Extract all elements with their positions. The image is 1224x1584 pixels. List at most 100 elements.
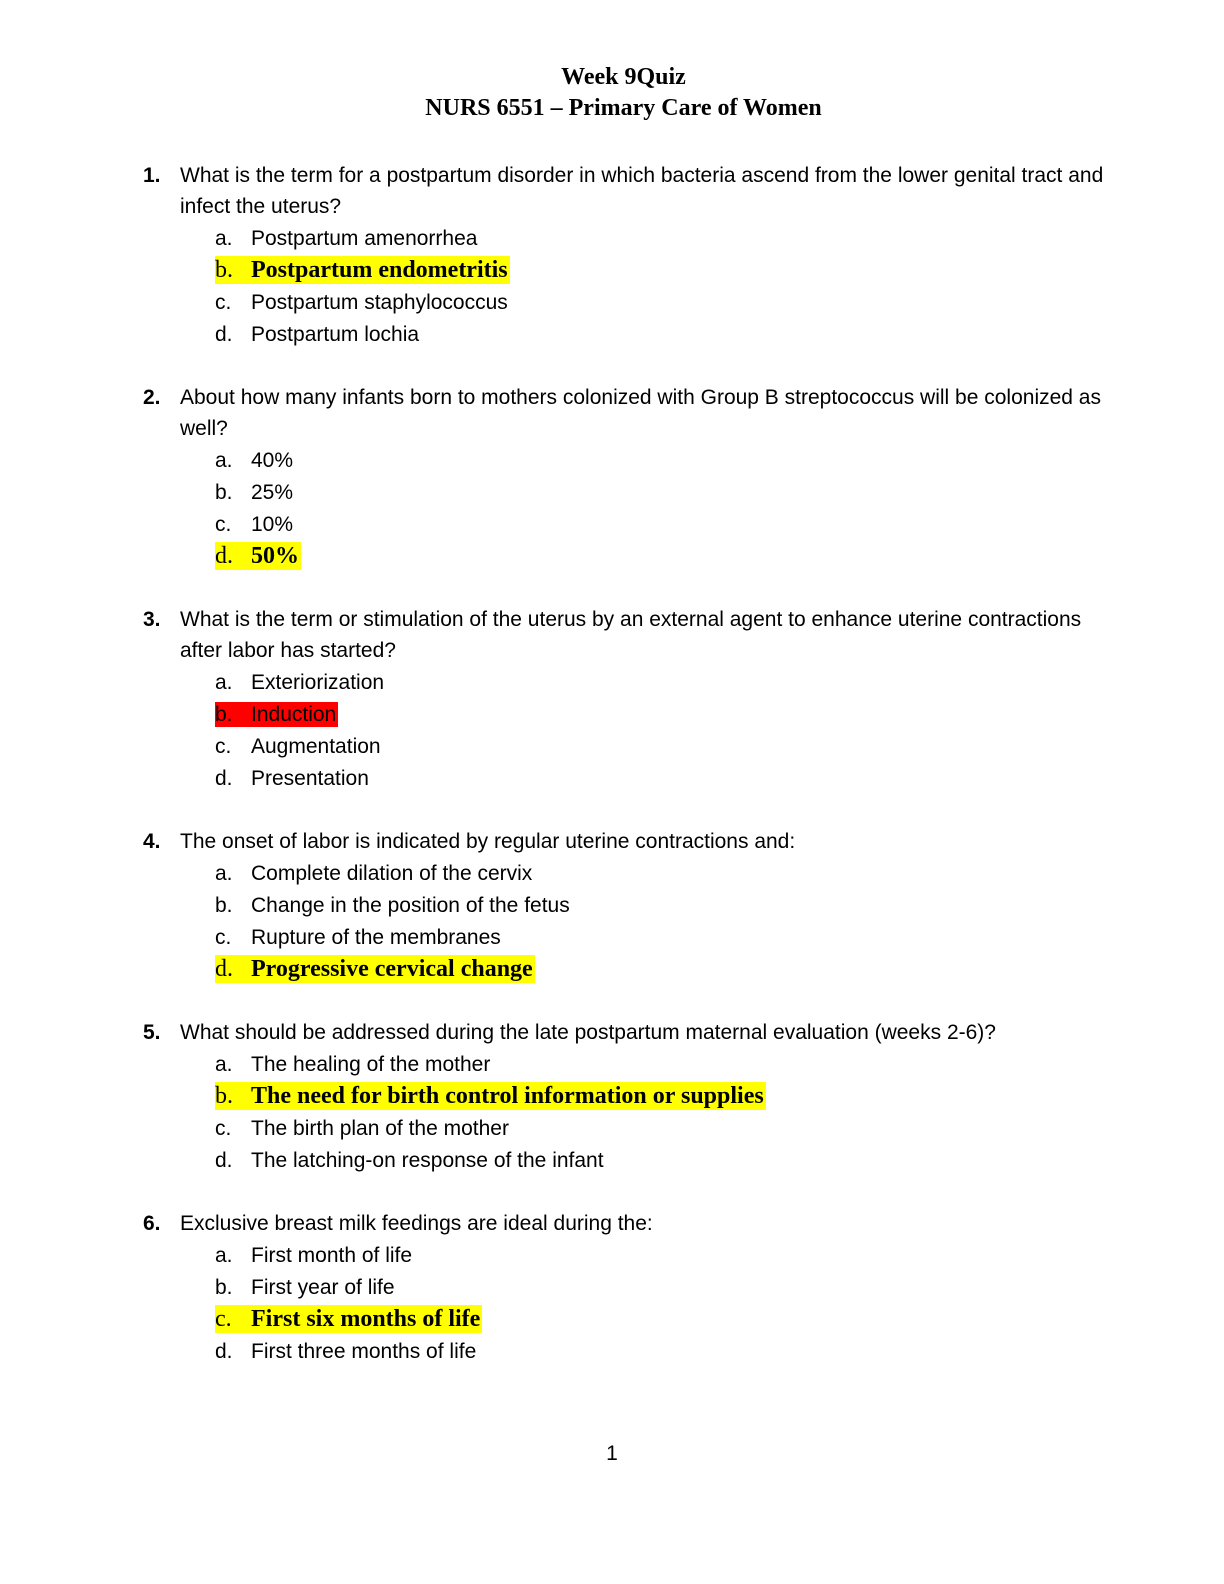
option-content: a.Complete dilation of the cervix xyxy=(215,862,532,885)
option-content: d.Presentation xyxy=(215,767,369,790)
option-content: c.Augmentation xyxy=(215,735,381,758)
option-content-highlighted: c. First six months of life xyxy=(215,1305,483,1333)
question-block: 2. About how many infants born to mother… xyxy=(143,382,1104,573)
option-row: a.Postpartum amenorrhea xyxy=(180,223,1104,254)
option-text: Progressive cervical change xyxy=(251,956,533,982)
option-row: c. 10% xyxy=(180,509,1104,540)
option-row: d. Progressive cervical change xyxy=(180,954,1104,985)
option-row: c.Postpartum staphylococcus xyxy=(180,287,1104,318)
option-text: Augmentation xyxy=(251,735,381,758)
options-list: a.Postpartum amenorrhea b. Postpartum end… xyxy=(180,223,1104,350)
option-letter: a. xyxy=(215,449,233,472)
question-text: What should be addressed during the late… xyxy=(180,1021,996,1044)
option-content: d. The latching-on response of the infant xyxy=(215,1149,604,1172)
option-content-highlighted: b. Postpartum endometritis xyxy=(215,256,510,284)
option-row: a.First month of life xyxy=(180,1240,1104,1271)
option-letter: c. xyxy=(215,1117,232,1140)
option-row: b.Change in the position of the fetus xyxy=(180,890,1104,921)
question-number: 2. xyxy=(143,386,161,409)
option-content: b. 25% xyxy=(215,481,293,504)
option-row: b. Postpartum endometritis xyxy=(180,255,1104,286)
question-text: What is the term or stimulation of the u… xyxy=(180,608,1082,662)
quiz-title-line1: Week 9Quiz xyxy=(561,64,686,90)
option-text: 10% xyxy=(251,513,294,536)
options-list: a.Complete dilation of the cervix b.Chan… xyxy=(180,858,1104,985)
option-letter: d. xyxy=(215,1149,233,1172)
option-content: a.First month of life xyxy=(215,1244,412,1267)
option-text: The need for birth control information o… xyxy=(251,1083,764,1109)
quiz-title-line2: NURS 6551 – Primary Care of Women xyxy=(425,95,822,121)
option-text: Rupture of the membranes xyxy=(251,926,501,949)
option-row: a.Complete dilation of the cervix xyxy=(180,858,1104,889)
question-body: The onset of labor is indicated by regul… xyxy=(180,826,1104,986)
option-row: d. The latching-on response of the infant xyxy=(180,1145,1104,1176)
option-row: a.The healing of the mother xyxy=(180,1049,1104,1080)
options-list: a. Exteriorization b. Induction c.Augmenta… xyxy=(180,667,1104,794)
option-content-highlighted: d. Progressive cervical change xyxy=(215,955,535,983)
option-text: 40% xyxy=(251,449,294,472)
option-letter: b. xyxy=(215,1083,233,1109)
question-block: 6. Exclusive breast milk feedings are id… xyxy=(143,1208,1104,1368)
question-number: 4. xyxy=(143,830,161,853)
option-letter: b. xyxy=(215,703,233,726)
option-text: Exteriorization xyxy=(251,671,385,694)
option-content: a.Postpartum amenorrhea xyxy=(215,227,477,250)
question-block: 4. The onset of labor is indicated by re… xyxy=(143,826,1104,986)
option-row: d. 50% xyxy=(180,541,1104,572)
document-title: Week 9Quiz NURS 6551 – Primary Care of W… xyxy=(143,62,1104,124)
option-content: a.The healing of the mother xyxy=(215,1053,490,1076)
option-text: The latching-on response of the infant xyxy=(251,1149,604,1172)
option-text: First month of life xyxy=(251,1244,413,1267)
question-body: What is the term for a postpartum disord… xyxy=(180,160,1104,351)
option-letter: d. xyxy=(215,543,233,569)
question-body: What is the term or stimulation of the u… xyxy=(180,604,1104,795)
option-letter: d. xyxy=(215,956,233,982)
question-number: 1. xyxy=(143,164,161,187)
option-letter: b. xyxy=(215,257,233,283)
question-number: 3. xyxy=(143,608,161,631)
option-row: d.Presentation xyxy=(180,763,1104,794)
option-letter: d. xyxy=(215,323,233,346)
option-row: c. First six months of life xyxy=(180,1304,1104,1335)
option-content: a. 40% xyxy=(215,449,293,472)
option-letter: b. xyxy=(215,481,233,504)
option-text: Postpartum staphylococcus xyxy=(251,291,508,314)
option-letter: c. xyxy=(215,1306,232,1332)
option-text: The healing of the mother xyxy=(251,1053,491,1076)
question-block: 1. What is the term for a postpartum dis… xyxy=(143,160,1104,351)
page-number: 1 xyxy=(606,1442,618,1465)
question-block: 5. What should be addressed during the l… xyxy=(143,1017,1104,1177)
option-text: 25% xyxy=(251,481,294,504)
question-block: 3. What is the term or stimulation of th… xyxy=(143,604,1104,795)
option-text: The birth plan of the mother xyxy=(251,1117,509,1140)
option-content: b.Change in the position of the fetus xyxy=(215,894,570,917)
option-letter: b. xyxy=(215,1276,233,1299)
option-content: a. Exteriorization xyxy=(215,671,384,694)
option-text: Postpartum endometritis xyxy=(251,257,508,283)
option-text: Complete dilation of the cervix xyxy=(251,862,533,885)
option-content: c. 10% xyxy=(215,513,293,536)
option-letter: a. xyxy=(215,227,233,250)
option-letter: c. xyxy=(215,513,232,536)
option-content: b.First year of life xyxy=(215,1276,395,1299)
option-row: b. The need for birth control information… xyxy=(180,1081,1104,1112)
option-letter: c. xyxy=(215,926,232,949)
option-content: c. The birth plan of the mother xyxy=(215,1117,509,1140)
options-list: a.The healing of the mother b. The need f… xyxy=(180,1049,1104,1176)
option-letter: a. xyxy=(215,671,233,694)
option-content: d.First three months of life xyxy=(215,1340,476,1363)
question-body: About how many infants born to mothers c… xyxy=(180,382,1104,573)
question-number: 5. xyxy=(143,1021,161,1044)
question-body: Exclusive breast milk feedings are ideal… xyxy=(180,1208,1104,1368)
option-letter: d. xyxy=(215,767,233,790)
option-row: a. Exteriorization xyxy=(180,667,1104,698)
question-text: What is the term for a postpartum disord… xyxy=(180,164,1104,218)
option-text: Induction xyxy=(251,703,337,726)
option-row: d.First three months of life xyxy=(180,1336,1104,1367)
option-text: First six months of life xyxy=(251,1306,481,1332)
question-body: What should be addressed during the late… xyxy=(180,1017,1104,1177)
option-row: c. The birth plan of the mother xyxy=(180,1113,1104,1144)
question-text: About how many infants born to mothers c… xyxy=(180,386,1101,440)
option-row: b.First year of life xyxy=(180,1272,1104,1303)
option-text: 50% xyxy=(251,543,299,569)
